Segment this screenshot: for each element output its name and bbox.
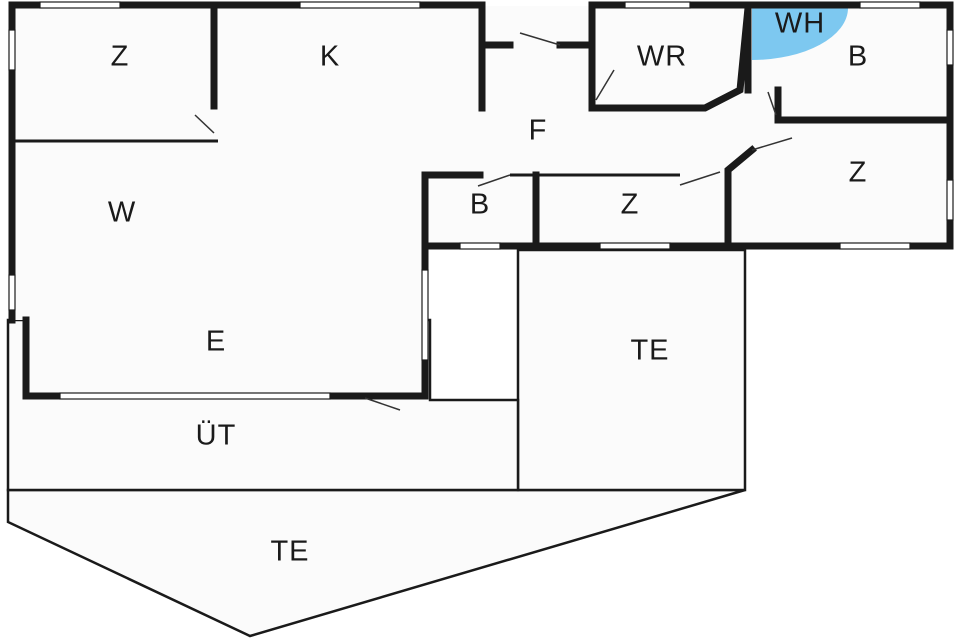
terrace-bottom [6, 488, 746, 638]
door-z-mid [679, 171, 721, 186]
room-label-e: E [206, 326, 226, 358]
window-north-1 [39, 1, 121, 9]
window-north-3 [624, 1, 691, 9]
wall-wr [588, 4, 752, 112]
window-south-5 [839, 242, 911, 250]
door-entrance [519, 32, 561, 46]
window-north-2 [299, 1, 421, 9]
room-label-k: K [320, 41, 340, 73]
door-wr [595, 69, 615, 101]
window-south-3 [459, 242, 501, 250]
window-west-1 [8, 29, 16, 71]
room-label-b-ne: B [848, 41, 868, 73]
room-label-z-e: Z [849, 157, 868, 189]
outer-wall-north-west [8, 1, 486, 324]
room-label-z-mid: Z [621, 189, 640, 221]
window-east-2 [946, 179, 954, 221]
room-label-wh: WH [775, 8, 825, 40]
door-z [194, 114, 215, 134]
window-north-4 [859, 1, 921, 9]
room-label-f: F [529, 115, 548, 147]
window-east-1 [946, 29, 954, 66]
room-label-ut: ÜT [196, 420, 237, 452]
window-south-4 [599, 242, 671, 250]
window-south-2 [421, 269, 429, 361]
door-b-mid [477, 174, 511, 187]
water-heater-area [752, 8, 848, 60]
door-b-ne [767, 91, 777, 116]
window-south-1 [59, 392, 331, 400]
room-label-w: W [108, 197, 136, 229]
outer-wall-south-west [22, 242, 732, 400]
room-label-wr: WR [637, 41, 687, 73]
window-west-2 [8, 274, 16, 311]
door-terrace [364, 397, 401, 411]
wall-z-east [724, 145, 757, 250]
room-label-te-bottom: TE [270, 536, 309, 568]
room-label-b-mid: B [470, 189, 490, 221]
room-label-te-right: TE [630, 335, 669, 367]
room-label-z-nw: Z [111, 41, 130, 73]
door-z-east [751, 137, 793, 151]
terrace-right [516, 248, 747, 492]
wall-b-z-mid [421, 171, 484, 250]
